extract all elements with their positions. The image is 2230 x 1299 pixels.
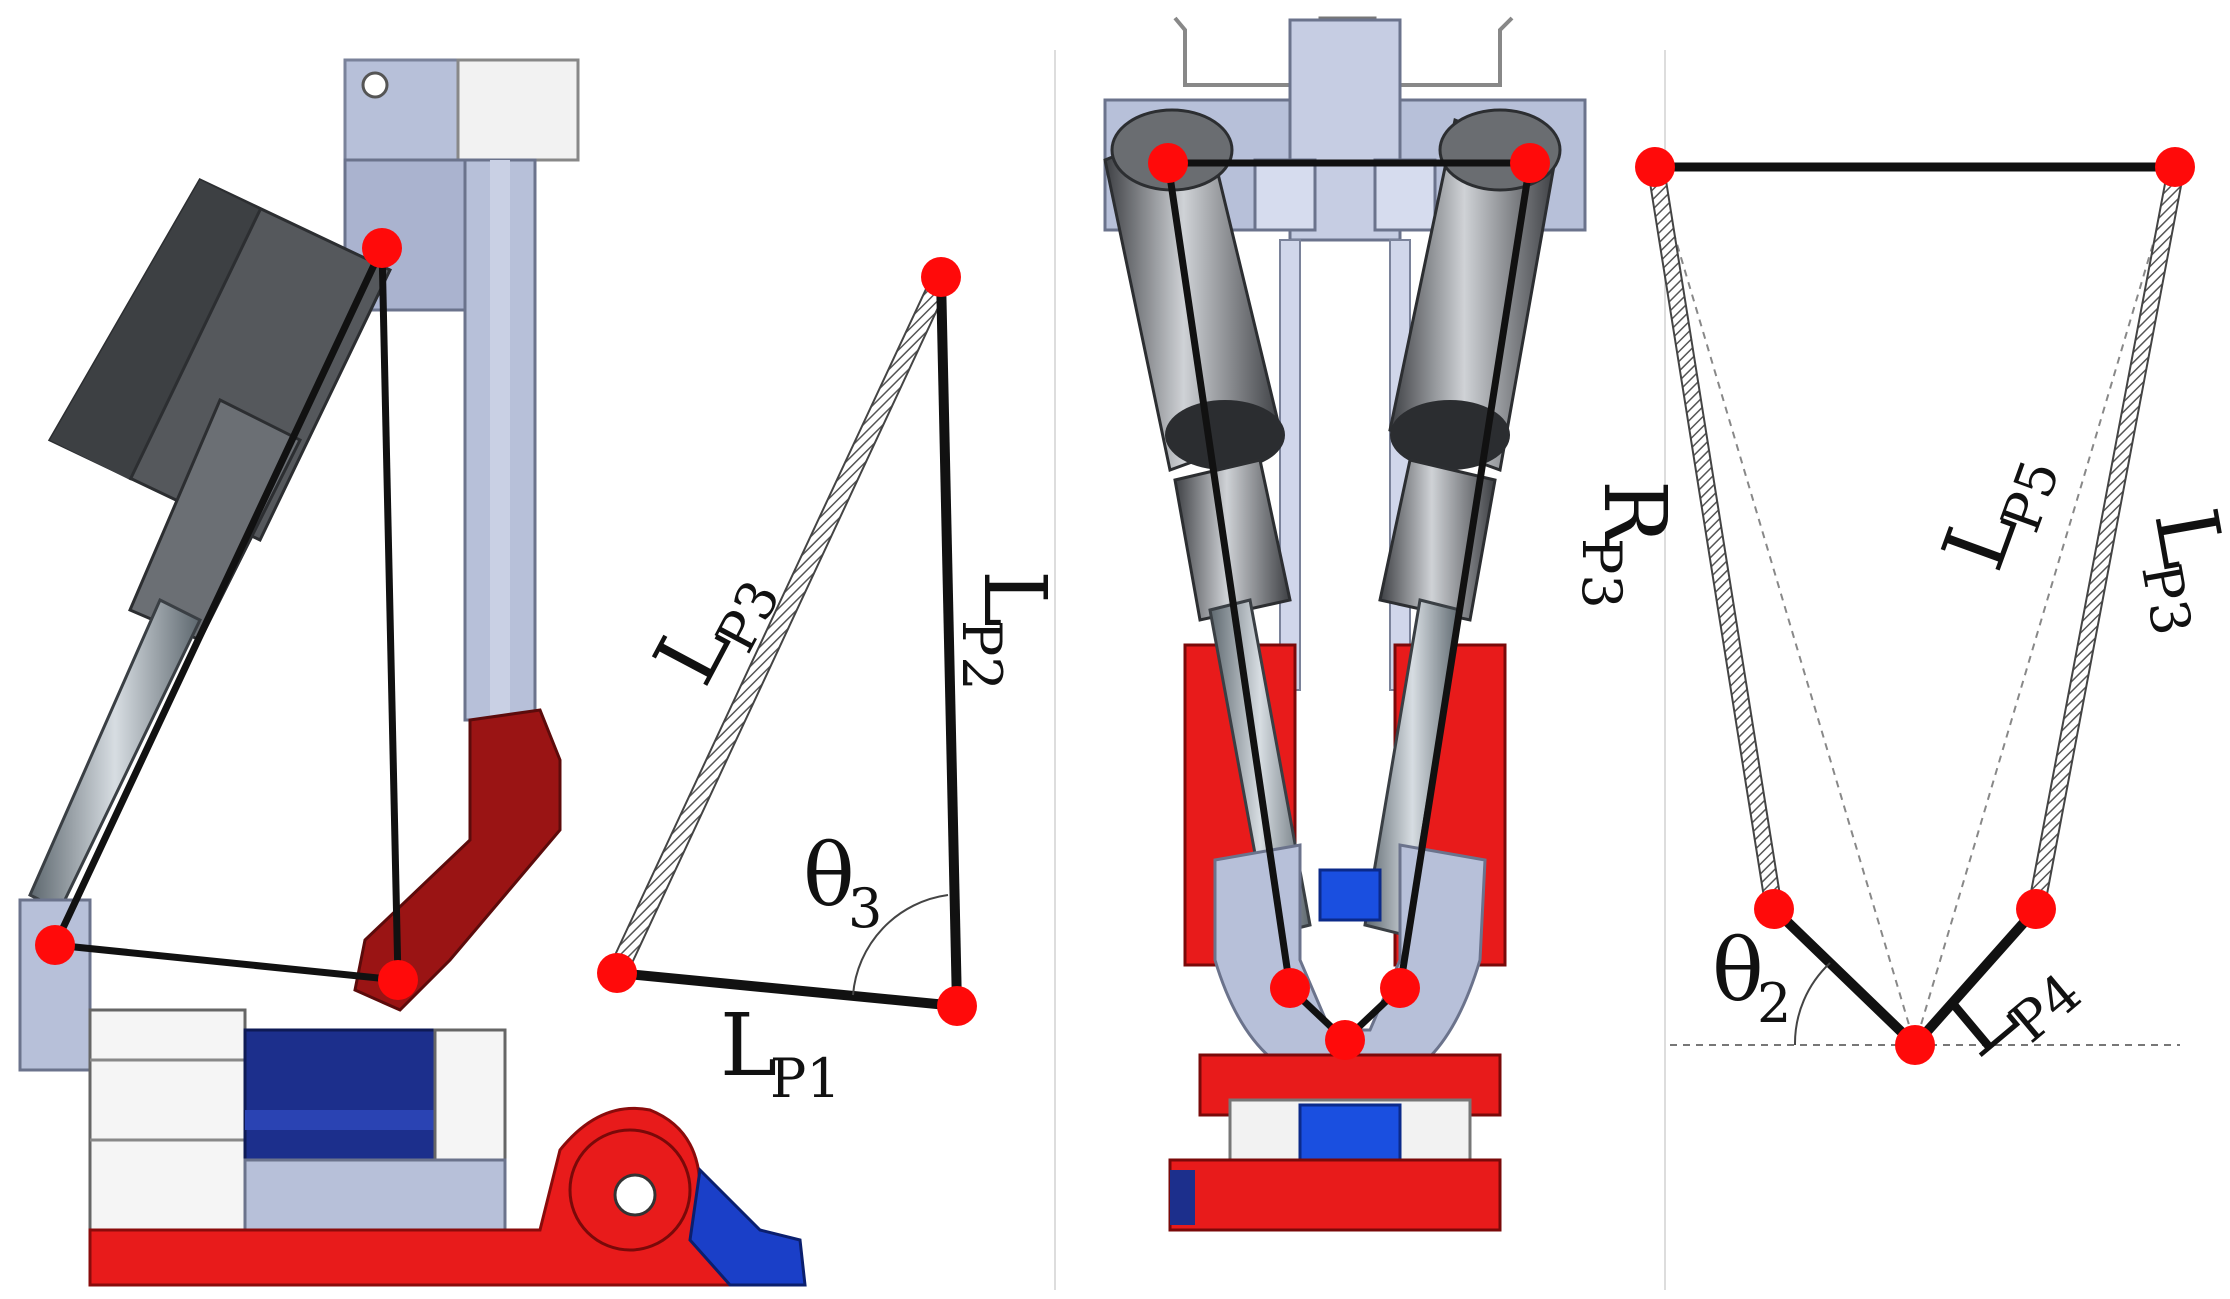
label-theta2-main: θ xyxy=(1712,921,1764,1021)
label-lp2: L P2 xyxy=(950,570,1064,691)
link-lp4-right xyxy=(1911,905,2040,1049)
side-red-link xyxy=(353,708,562,1012)
schematic-joint-top-right xyxy=(2155,147,2195,187)
schematic-joint-top-left xyxy=(1635,147,1675,187)
label-lp1-main: L xyxy=(720,996,777,1096)
label-lp2-sub: P2 xyxy=(950,620,1013,691)
guide-lp5-right xyxy=(1914,169,2176,1046)
side-schematic-triangle: L P3 L P2 L P1 θ 3 xyxy=(597,257,1064,1110)
front-view-mechanism: R P3 xyxy=(1103,16,1684,1232)
side-kinematic-links xyxy=(51,246,402,984)
label-lp3-front: L P3 xyxy=(2129,501,2230,640)
front-joint-top-right xyxy=(1510,143,1550,183)
label-rp3: R P3 xyxy=(1570,480,1684,609)
link-lp1 xyxy=(616,968,958,1011)
side-frame xyxy=(343,58,580,722)
front-joints xyxy=(1148,143,1550,1060)
front-joint-top-left xyxy=(1148,143,1188,183)
angle-theta3-arc xyxy=(852,894,949,996)
side-joint-top xyxy=(362,228,402,268)
label-lp1-sub: P1 xyxy=(770,1047,841,1110)
label-theta3-sub: 3 xyxy=(848,877,882,940)
side-lower-bracket xyxy=(18,898,507,1252)
label-lp1: L P1 xyxy=(720,996,841,1110)
joint-lp-right xyxy=(937,986,977,1026)
label-theta3-main: θ xyxy=(803,826,855,926)
side-joint-left xyxy=(35,925,75,965)
schematic-joint-mid-left xyxy=(1754,889,1794,929)
schematic-joint-bottom xyxy=(1895,1025,1935,1065)
front-joint-low-left xyxy=(1270,968,1310,1008)
front-kinematic-links xyxy=(1164,159,1534,1043)
side-actuator xyxy=(28,178,393,913)
link-lp2 xyxy=(936,276,962,1007)
angle-theta2-arc xyxy=(1793,962,1831,1046)
side-view-mechanism xyxy=(18,58,807,1287)
link-lp4-left xyxy=(1770,905,1919,1049)
label-theta3: θ 3 xyxy=(803,826,882,940)
joint-lp-left xyxy=(597,953,637,993)
side-joint-bottom xyxy=(378,960,418,1000)
front-red-base xyxy=(1168,1053,1502,1232)
front-joint-center xyxy=(1325,1020,1365,1060)
side-joints xyxy=(35,228,418,1000)
label-theta2-sub: 2 xyxy=(1757,972,1791,1035)
label-theta2: θ 2 xyxy=(1712,921,1791,1035)
label-lp2-main: L xyxy=(964,570,1064,627)
label-lp3-side: L P3 xyxy=(635,570,792,700)
label-lp5: L P5 xyxy=(1924,452,2072,582)
label-lp4: L P4 xyxy=(1927,961,2093,1076)
side-red-base xyxy=(88,1106,807,1287)
guide-lp5-left xyxy=(1654,169,1916,1046)
label-lp3-front-sub: P3 xyxy=(2129,559,2203,640)
front-joint-low-right xyxy=(1380,968,1420,1008)
front-schematic: L P5 L P3 θ 2 L P4 xyxy=(1635,147,2230,1076)
label-rp3-main: R xyxy=(1584,480,1684,547)
label-rp3-sub: P3 xyxy=(1570,538,1633,609)
joint-lp-top xyxy=(921,257,961,297)
schematic-joint-mid-right xyxy=(2016,889,2056,929)
